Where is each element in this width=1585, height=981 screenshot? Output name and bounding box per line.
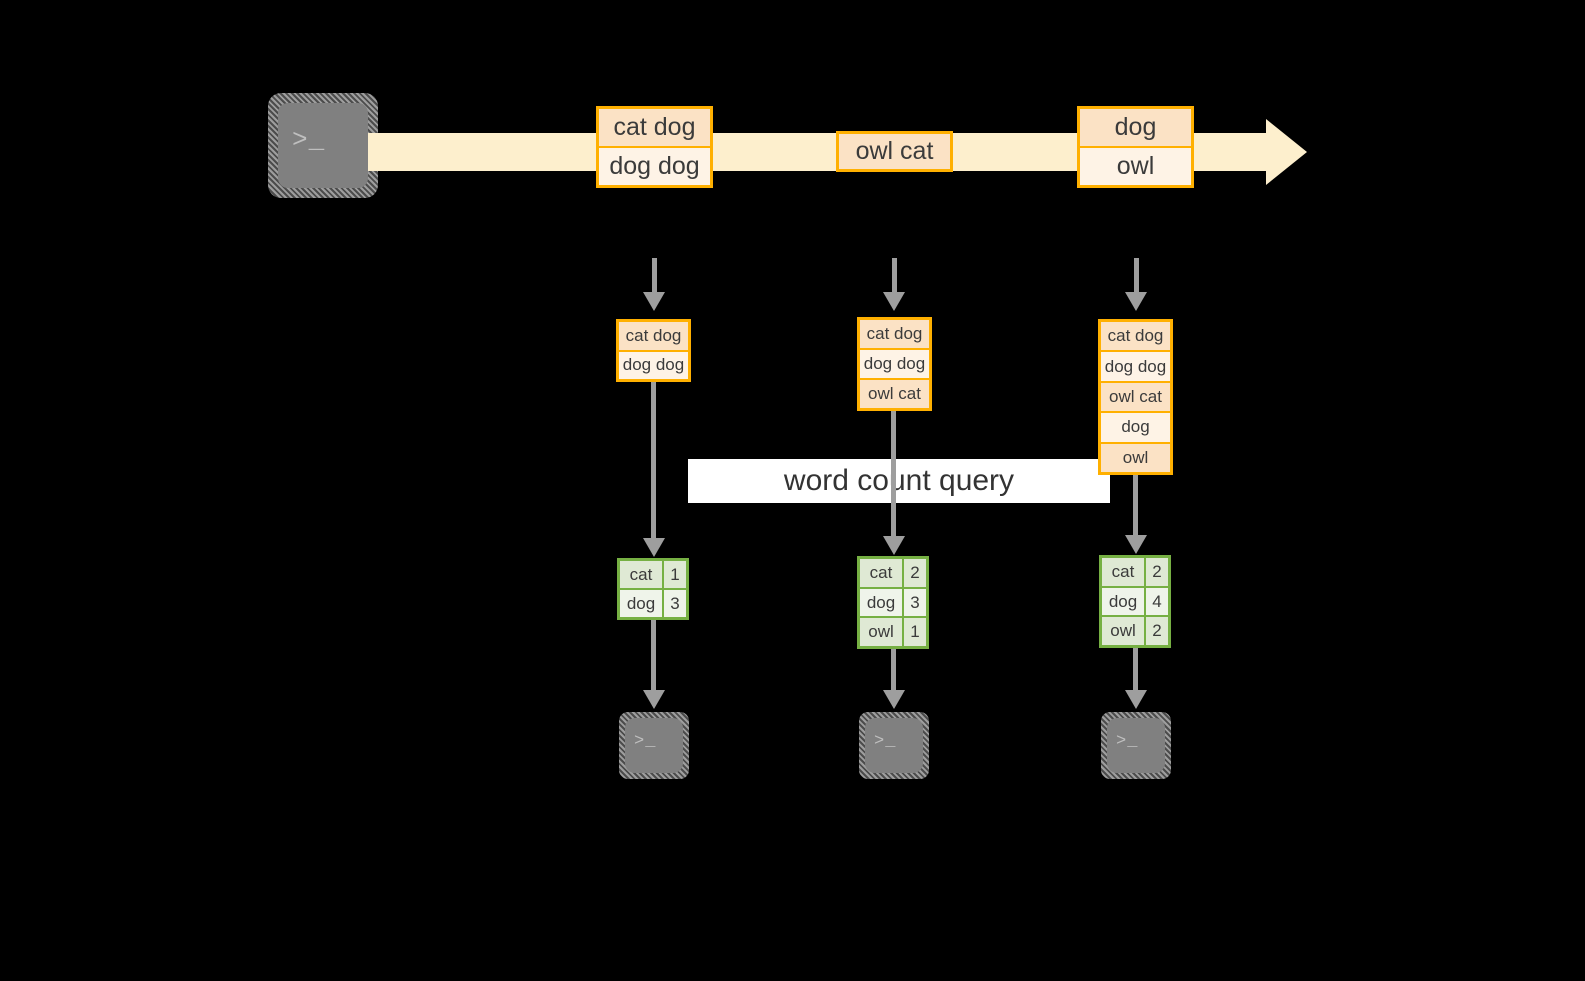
snapshot-1-query-arrow-head-icon xyxy=(643,538,665,557)
snapshot-2-input-line: cat dog xyxy=(860,320,929,348)
snapshot-2-query-arrow-head-icon xyxy=(883,536,905,555)
snapshot-3-query-arrow-head-icon xyxy=(1125,535,1147,554)
stream-batch-1[interactable]: cat dog dog dog xyxy=(596,106,713,188)
snapshot-2-input-line: dog dog xyxy=(860,348,929,378)
snapshot-2-sink-arrow-head-icon xyxy=(883,690,905,709)
snapshot-1-input-line: cat dog xyxy=(619,322,688,350)
word-count-query-band: word count query xyxy=(688,459,1110,503)
result-count: 3 xyxy=(904,588,926,617)
snapshot-3-trigger-arrow-line xyxy=(1134,258,1139,294)
table-row: owl 2 xyxy=(1102,615,1168,646)
snapshot-3-input-line: cat dog xyxy=(1101,322,1170,351)
result-count: 2 xyxy=(1146,617,1168,646)
stream-message: cat dog xyxy=(599,109,710,146)
result-word: dog xyxy=(620,590,664,617)
snapshot-2-input-stack[interactable]: cat dog dog dog owl cat xyxy=(857,317,932,411)
result-count: 3 xyxy=(664,590,686,617)
result-count: 1 xyxy=(664,561,686,588)
stream-batch-3[interactable]: dog owl xyxy=(1077,106,1194,188)
result-word: cat xyxy=(1102,558,1146,586)
snapshot-1-trigger-arrow-head-icon xyxy=(643,292,665,311)
source-terminal-icon: >_ xyxy=(278,103,368,188)
table-row: cat 2 xyxy=(1102,558,1168,586)
terminal-prompt-glyph: >_ xyxy=(874,732,897,751)
snapshot-3-sink-terminal-icon: >_ xyxy=(1107,718,1165,773)
snapshot-3-trigger-arrow-head-icon xyxy=(1125,292,1147,311)
table-row: cat 2 xyxy=(860,559,926,587)
result-count: 1 xyxy=(904,618,926,647)
snapshot-1-input-stack[interactable]: cat dog dog dog xyxy=(616,319,691,382)
snapshot-3-input-line: dog xyxy=(1101,411,1170,442)
result-word: dog xyxy=(860,588,904,617)
snapshot-3-input-line: owl xyxy=(1101,441,1170,473)
stream-message: owl cat xyxy=(839,134,950,169)
snapshot-2-sink-arrow-line xyxy=(891,649,896,692)
result-count: 2 xyxy=(904,559,926,587)
result-word: owl xyxy=(1102,617,1146,646)
snapshot-2-query-arrow-line xyxy=(891,411,896,538)
snapshot-1-sink-arrow-line xyxy=(651,620,656,692)
snapshot-2-sink-terminal-icon: >_ xyxy=(865,718,923,773)
result-word: cat xyxy=(620,561,664,588)
result-word: cat xyxy=(860,559,904,587)
stream-message: owl xyxy=(1080,146,1191,185)
result-count: 2 xyxy=(1146,558,1168,586)
terminal-prompt-glyph: >_ xyxy=(1116,732,1139,751)
snapshot-1-sink-terminal-icon: >_ xyxy=(625,718,683,773)
snapshot-2-input-line: owl cat xyxy=(860,378,929,408)
table-row: dog 3 xyxy=(620,588,686,617)
snapshot-2-trigger-arrow-line xyxy=(892,258,897,294)
snapshot-3-query-arrow-line xyxy=(1133,475,1138,537)
snapshot-1-input-line: dog dog xyxy=(619,349,688,379)
snapshot-3-input-line: dog dog xyxy=(1101,350,1170,381)
snapshot-2-result-table[interactable]: cat 2 dog 3 owl 1 xyxy=(857,556,929,649)
snapshot-3-input-stack[interactable]: cat dog dog dog owl cat dog owl xyxy=(1098,319,1173,475)
result-count: 4 xyxy=(1146,587,1168,616)
table-row: owl 1 xyxy=(860,616,926,647)
snapshot-3-sink-arrow-head-icon xyxy=(1125,690,1147,709)
snapshot-1-sink-arrow-head-icon xyxy=(643,690,665,709)
terminal-prompt-glyph: >_ xyxy=(292,125,326,155)
stream-arrow-head-icon xyxy=(1266,119,1307,185)
stream-message: dog dog xyxy=(599,146,710,185)
snapshot-3-result-table[interactable]: cat 2 dog 4 owl 2 xyxy=(1099,555,1171,648)
snapshot-1-query-arrow-line xyxy=(651,382,656,540)
table-row: dog 4 xyxy=(1102,585,1168,616)
terminal-prompt-glyph: >_ xyxy=(634,732,657,751)
snapshot-1-result-table[interactable]: cat 1 dog 3 xyxy=(617,558,689,620)
word-count-query-label: word count query xyxy=(783,464,1015,497)
result-word: owl xyxy=(860,618,904,647)
snapshot-3-input-line: owl cat xyxy=(1101,380,1170,412)
snapshot-2-trigger-arrow-head-icon xyxy=(883,292,905,311)
stream-message: dog xyxy=(1080,109,1191,146)
result-word: dog xyxy=(1102,587,1146,616)
snapshot-3-sink-arrow-line xyxy=(1133,648,1138,692)
table-row: dog 3 xyxy=(860,586,926,617)
stream-batch-2[interactable]: owl cat xyxy=(836,131,953,172)
snapshot-1-trigger-arrow-line xyxy=(652,258,657,294)
table-row: cat 1 xyxy=(620,561,686,588)
